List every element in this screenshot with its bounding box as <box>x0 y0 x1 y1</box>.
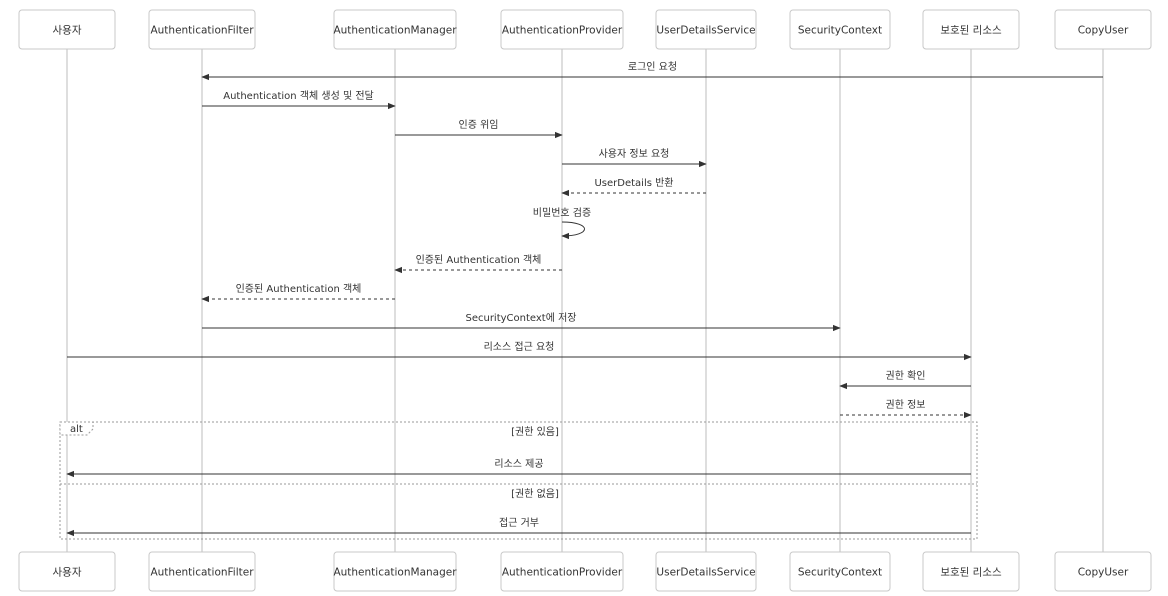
message-label: 비밀번호 검증 <box>533 207 591 219</box>
message-13: 리소스 제공 <box>66 458 971 478</box>
message-14: 접근 거부 <box>66 517 971 537</box>
participant-ctx-top: SecurityContext <box>789 9 891 50</box>
participant-label: AuthenticationProvider <box>502 25 623 37</box>
message-8: 인증된 Authentication 객체 <box>201 283 395 303</box>
message-label: 로그인 요청 <box>628 61 677 73</box>
message-label: 사용자 정보 요청 <box>599 148 670 160</box>
participant-uds-bottom: UserDetailsService <box>655 551 757 592</box>
participant-label: 사용자 <box>53 567 82 579</box>
message-label: SecurityContext에 저장 <box>465 312 576 324</box>
participant-manager-top: AuthenticationManager <box>333 9 457 50</box>
message-9: SecurityContext에 저장 <box>202 312 841 332</box>
message-label: Authentication 객체 생성 및 전달 <box>223 90 374 102</box>
message-label: 접근 거부 <box>499 517 539 529</box>
message-2: Authentication 객체 생성 및 전달 <box>202 90 396 110</box>
participant-user-bottom: 사용자 <box>18 551 116 592</box>
message-label: 리소스 접근 요청 <box>484 341 555 353</box>
message-11: 권한 확인 <box>839 370 971 390</box>
participant-copy-bottom: CopyUser <box>1054 551 1152 592</box>
message-10: 리소스 접근 요청 <box>67 341 972 361</box>
participant-label: CopyUser <box>1078 567 1129 579</box>
participant-filter-bottom: AuthenticationFilter <box>148 551 256 592</box>
participant-label: AuthenticationManager <box>333 25 457 37</box>
participant-label: UserDetailsService <box>656 25 755 37</box>
participant-label: 사용자 <box>53 25 82 37</box>
lifelines <box>66 49 1104 552</box>
message-label: 인증 위임 <box>459 118 499 131</box>
participant-label: AuthenticationFilter <box>150 567 254 579</box>
message-7: 인증된 Authentication 객체 <box>394 254 562 274</box>
alt-guard: [권한 있음] <box>511 426 559 438</box>
message-label: UserDetails 반환 <box>594 177 673 189</box>
participant-label: SecurityContext <box>798 25 882 37</box>
participant-label: UserDetailsService <box>656 567 755 579</box>
participants: 사용자사용자AuthenticationFilterAuthentication… <box>18 9 1152 592</box>
alt-guard: [권한 없음] <box>511 487 559 500</box>
message-4: 사용자 정보 요청 <box>562 148 707 168</box>
message-5: UserDetails 반환 <box>561 177 706 197</box>
alt-fragment: alt [권한 있음] [권한 없음] <box>59 421 978 540</box>
message-label: 권한 정보 <box>886 399 926 411</box>
alt-label: alt <box>70 424 83 435</box>
message-12: 권한 정보 <box>840 399 972 419</box>
message-label: 권한 확인 <box>886 370 926 382</box>
message-1: 로그인 요청 <box>201 61 1103 81</box>
participant-label: 보호된 리소스 <box>940 25 1002 37</box>
message-label: 리소스 제공 <box>494 458 543 470</box>
message-label: 인증된 Authentication 객체 <box>236 283 362 295</box>
message-3: 인증 위임 <box>395 118 563 139</box>
participant-label: AuthenticationFilter <box>150 25 254 37</box>
participant-provider-bottom: AuthenticationProvider <box>500 551 624 592</box>
participant-label: CopyUser <box>1078 25 1129 37</box>
self-message-arrow <box>561 221 585 240</box>
participant-res-top: 보호된 리소스 <box>922 9 1020 50</box>
participant-provider-top: AuthenticationProvider <box>500 9 624 50</box>
message-label: 인증된 Authentication 객체 <box>416 254 542 266</box>
participant-copy-top: CopyUser <box>1054 9 1152 50</box>
participant-res-bottom: 보호된 리소스 <box>922 551 1020 592</box>
alt-frame <box>59 421 978 540</box>
participant-ctx-bottom: SecurityContext <box>789 551 891 592</box>
participant-label: AuthenticationManager <box>333 567 457 579</box>
participant-filter-top: AuthenticationFilter <box>148 9 256 50</box>
participant-label: 보호된 리소스 <box>940 567 1002 579</box>
message-6: 비밀번호 검증 <box>533 207 591 240</box>
participant-label: SecurityContext <box>798 567 882 579</box>
alt-tab <box>59 421 94 436</box>
participant-manager-bottom: AuthenticationManager <box>333 551 457 592</box>
participant-user-top: 사용자 <box>18 9 116 50</box>
participant-label: AuthenticationProvider <box>502 567 623 579</box>
participant-uds-top: UserDetailsService <box>655 9 757 50</box>
